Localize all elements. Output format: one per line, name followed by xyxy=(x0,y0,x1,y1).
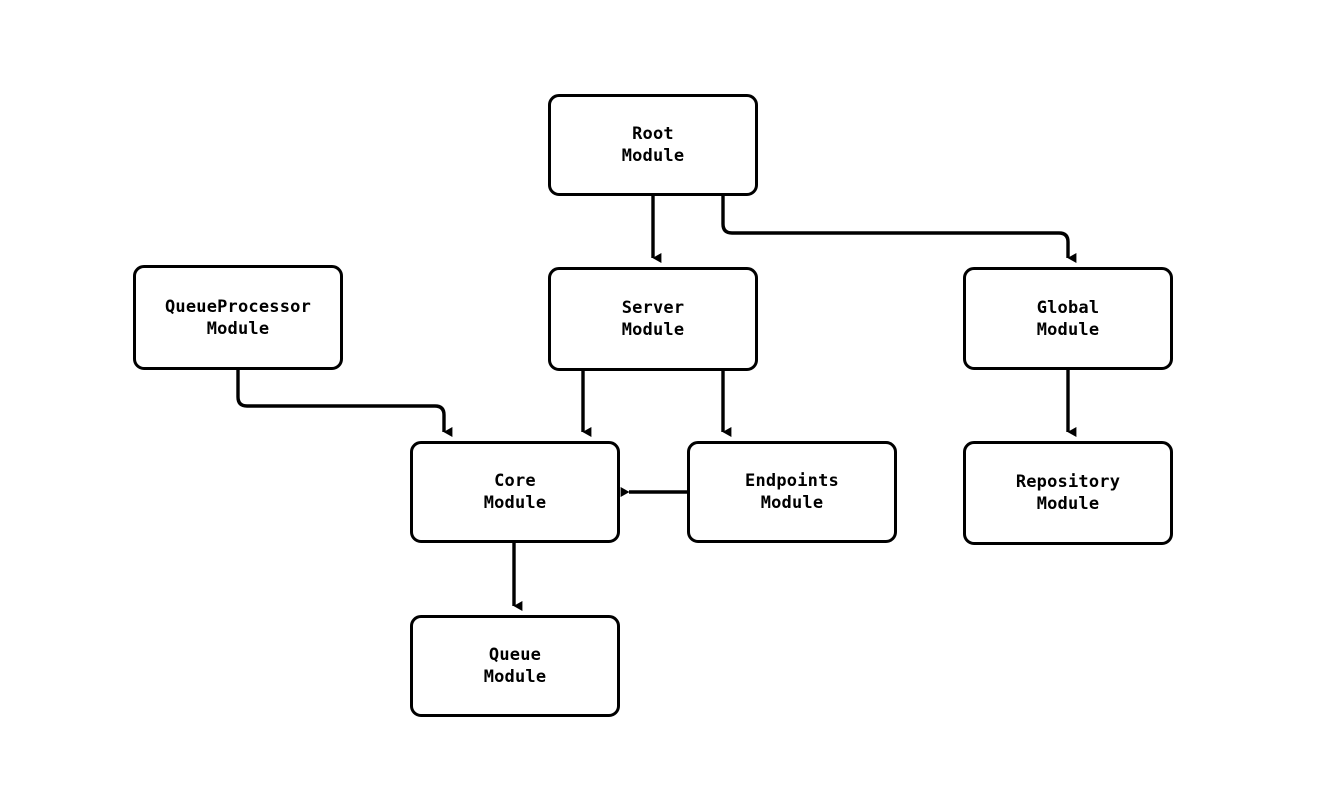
edge-root-global xyxy=(721,196,1077,263)
node-core-label: Core Module xyxy=(483,471,547,513)
node-endpoints[interactable]: Endpoints Module xyxy=(687,441,897,543)
node-core[interactable]: Core Module xyxy=(410,441,620,543)
node-queue-label: Queue Module xyxy=(483,645,547,687)
node-root-label: Root Module xyxy=(621,124,685,166)
node-endpoints-label: Endpoints Module xyxy=(745,471,839,513)
node-queue[interactable]: Queue Module xyxy=(410,615,620,717)
edge-queueprocessor-core xyxy=(236,370,453,437)
node-root[interactable]: Root Module xyxy=(548,94,758,196)
node-global-label: Global Module xyxy=(1036,297,1100,340)
node-repository-label: Repository Module xyxy=(1015,472,1121,514)
node-server-label: Server Module xyxy=(621,298,685,340)
node-server[interactable]: Server Module xyxy=(548,267,758,371)
node-global[interactable]: Global Module xyxy=(963,267,1173,370)
node-repository[interactable]: Repository Module xyxy=(963,441,1173,545)
node-queueprocessor[interactable]: QueueProcessor Module xyxy=(133,265,343,370)
node-queueprocessor-label: QueueProcessor Module xyxy=(164,296,312,339)
